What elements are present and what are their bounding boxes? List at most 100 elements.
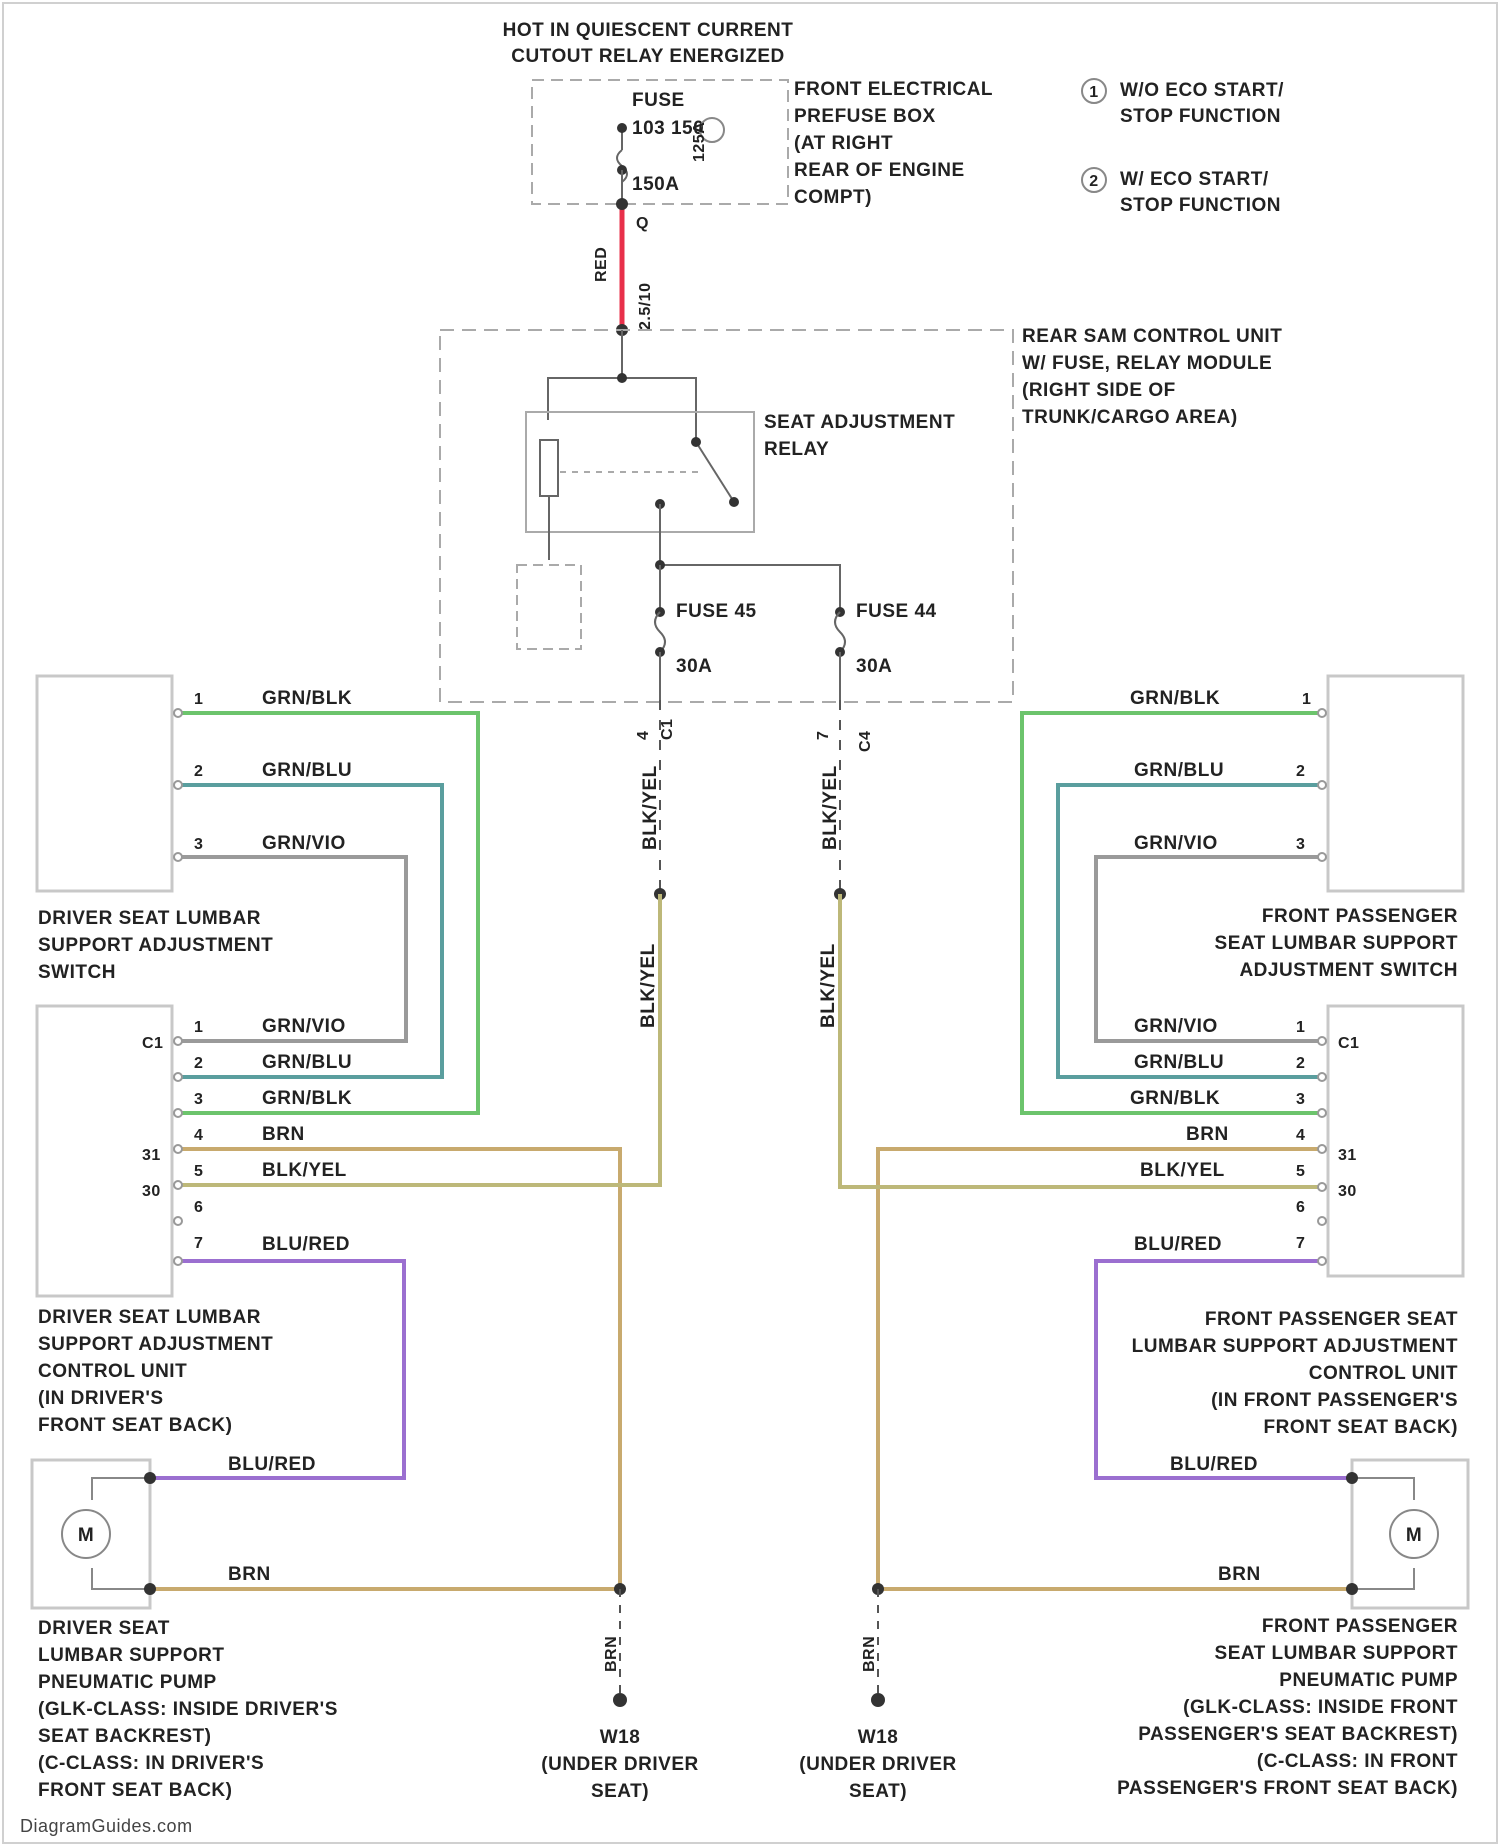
- passenger-cu-pin-7: 7: [1296, 1235, 1305, 1252]
- passenger-cu-label-4: (IN FRONT PASSENGER'S: [1211, 1390, 1458, 1411]
- ground-wire-right-label: BRN: [861, 1636, 878, 1672]
- driver-switch-label-2: SUPPORT ADJUSTMENT: [38, 935, 273, 956]
- passenger-pump-label-3: PNEUMATIC PUMP: [1279, 1670, 1458, 1691]
- driver-cu-label-5: FRONT SEAT BACK): [38, 1415, 232, 1436]
- passenger-switch-label-2: SEAT LUMBAR SUPPORT: [1215, 933, 1458, 954]
- label-grn-blu-right-cu: GRN/BLU: [1134, 1052, 1224, 1073]
- passenger-cu-pin-2: 2: [1296, 1055, 1305, 1072]
- prefuse-pin: Q: [636, 215, 649, 232]
- relay-ground-box: [517, 565, 581, 649]
- driver-pump-label-7: FRONT SEAT BACK): [38, 1780, 232, 1801]
- driver-cu-conn-c1: C1: [142, 1035, 163, 1052]
- label-blu-red-left-cu: BLU/RED: [262, 1234, 350, 1255]
- driver-switch-label-1: DRIVER SEAT LUMBAR: [38, 908, 261, 929]
- node: [616, 198, 628, 210]
- fuse-45-amp: 30A: [676, 656, 712, 677]
- node: [1346, 1583, 1358, 1595]
- driver-cu-label-1: DRIVER SEAT LUMBAR: [38, 1307, 261, 1328]
- passenger-cu-label-1: FRONT PASSENGER SEAT: [1205, 1309, 1458, 1330]
- passenger-cu-label-3: CONTROL UNIT: [1309, 1363, 1458, 1384]
- relay-switch-arm: [696, 442, 734, 502]
- wire-brn-right: [878, 1149, 1322, 1590]
- passenger-cu-pin-1: 1: [1296, 1019, 1305, 1036]
- passenger-switch-pin-3: 3: [1296, 836, 1305, 853]
- driver-switch-box: [37, 676, 172, 891]
- driver-wiring: [150, 713, 660, 1590]
- ground-right-line-1: (UNDER DRIVER: [799, 1754, 956, 1775]
- passenger-pump-label-7: PASSENGER'S FRONT SEAT BACK): [1117, 1778, 1458, 1799]
- label-grn-vio-right-top: GRN/VIO: [1134, 833, 1218, 854]
- legend-item-1-line-2: STOP FUNCTION: [1120, 106, 1281, 127]
- passenger-switch-pin-1: 1: [1302, 691, 1311, 708]
- blk-yel-label-lower-right: BLK/YEL: [818, 943, 839, 1028]
- fuse-44: [835, 565, 845, 700]
- sam-pin-right: 7: [815, 731, 832, 740]
- label-blk-yel-right-cu: BLK/YEL: [1140, 1160, 1225, 1181]
- fuse-44-symbol: [835, 612, 845, 652]
- legend-num-1: 1: [1089, 84, 1098, 101]
- passenger-cu-conn-c1: C1: [1338, 1035, 1359, 1052]
- label-grn-blu-left-cu: GRN/BLU: [262, 1052, 352, 1073]
- label-grn-vio-left-top: GRN/VIO: [262, 833, 346, 854]
- passenger-cu-pin-5: 5: [1296, 1163, 1305, 1180]
- driver-switch-label-3: SWITCH: [38, 962, 116, 983]
- fuse-45-symbol: [655, 612, 665, 652]
- ground-left-icon: [613, 1693, 627, 1707]
- passenger-switch-pin-2: 2: [1296, 763, 1305, 780]
- label-blk-yel-left-cu: BLK/YEL: [262, 1160, 347, 1181]
- driver-cu-pin-4: 4: [194, 1127, 203, 1144]
- label-blu-red-right-pump: BLU/RED: [1170, 1454, 1258, 1475]
- label-brn-left-cu: BRN: [262, 1124, 305, 1145]
- label-grn-vio-left-cu: GRN/VIO: [262, 1016, 346, 1037]
- prefuse-label-2: PREFUSE BOX: [794, 106, 936, 127]
- passenger-cu-label-5: FRONT SEAT BACK): [1264, 1417, 1458, 1438]
- driver-switch-pin-1: 1: [194, 691, 203, 708]
- relay-label-1: SEAT ADJUSTMENT: [764, 412, 955, 433]
- ground-left-id: W18: [600, 1727, 641, 1748]
- driver-cu-pin-2: 2: [194, 1055, 203, 1072]
- passenger-wiring: [840, 713, 1352, 1590]
- driver-pump-label-3: PNEUMATIC PUMP: [38, 1672, 217, 1693]
- passenger-switch-label-1: FRONT PASSENGER: [1262, 906, 1458, 927]
- driver-cu-pin-6: 6: [194, 1199, 203, 1216]
- prefuse-label-1: FRONT ELECTRICAL: [794, 79, 993, 100]
- legend-num-2: 2: [1089, 173, 1098, 190]
- prefuse-fuse-amp: 150A: [632, 174, 679, 195]
- blk-yel-label-upper-left: BLK/YEL: [640, 765, 661, 850]
- prefuse-box: FUSE 103 150 150A 125A Q: [532, 80, 788, 232]
- sam-label-4: TRUNK/CARGO AREA): [1022, 407, 1238, 428]
- driver-cu-label-4: (IN DRIVER'S: [38, 1388, 164, 1409]
- label-brn-right-cu: BRN: [1186, 1124, 1229, 1145]
- passenger-cu-pin-4: 4: [1296, 1127, 1305, 1144]
- legend-item-2-line-1: W/ ECO START/: [1120, 169, 1269, 190]
- passenger-pump-label-5: PASSENGER'S SEAT BACKREST): [1138, 1724, 1458, 1745]
- wire-blu-red-left: [150, 1261, 404, 1478]
- pin-stubs: [174, 709, 1326, 1265]
- passenger-cu-pin-6: 6: [1296, 1199, 1305, 1216]
- driver-pump-motor-letter: M: [78, 1525, 94, 1546]
- node: [1346, 1472, 1358, 1484]
- fuse-44-label: FUSE 44: [856, 601, 937, 622]
- legend: 1 W/O ECO START/ STOP FUNCTION 2 W/ ECO …: [1082, 79, 1284, 216]
- passenger-pump-label-2: SEAT LUMBAR SUPPORT: [1215, 1643, 1458, 1664]
- label-grn-blk-right-top: GRN/BLK: [1130, 688, 1220, 709]
- blk-yel-label-lower-left: BLK/YEL: [638, 943, 659, 1028]
- label-grn-blu-right-top: GRN/BLU: [1134, 760, 1224, 781]
- node: [617, 123, 627, 133]
- passenger-switch-box: [1328, 676, 1463, 891]
- driver-pump-label-6: (C-CLASS: IN DRIVER'S: [38, 1753, 264, 1774]
- driver-pump-label-5: SEAT BACKREST): [38, 1726, 211, 1747]
- sam-label-1: REAR SAM CONTROL UNIT: [1022, 326, 1282, 347]
- fuse-45-label: FUSE 45: [676, 601, 757, 622]
- passenger-pump-motor-letter: M: [1406, 1525, 1422, 1546]
- sam-pin-left-conn: C1: [659, 719, 676, 740]
- prefuse-label-3: (AT RIGHT: [794, 133, 893, 154]
- relay-label-2: RELAY: [764, 439, 829, 460]
- driver-cu-conn-31: 31: [142, 1147, 161, 1164]
- prefuse-fuse-label: FUSE: [632, 90, 685, 111]
- fuse-44-amp: 30A: [856, 656, 892, 677]
- passenger-pump: M: [1346, 1460, 1468, 1608]
- driver-cu-label-3: CONTROL UNIT: [38, 1361, 187, 1382]
- label-blu-red-left-pump: BLU/RED: [228, 1454, 316, 1475]
- passenger-cu-label-2: LUMBAR SUPPORT ADJUSTMENT: [1132, 1336, 1458, 1357]
